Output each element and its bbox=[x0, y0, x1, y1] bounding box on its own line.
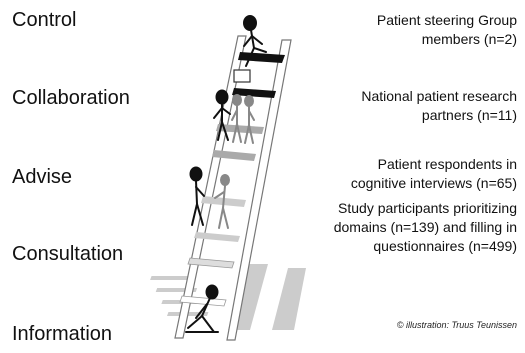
advise-description-line-1: Patient respondents in bbox=[377, 156, 517, 172]
level-collaboration-label: Collaboration bbox=[12, 87, 130, 109]
information-figure bbox=[185, 284, 219, 333]
control-description-line-2: members (n=2) bbox=[421, 31, 517, 47]
advise-description-line-2: cognitive interviews (n=65) bbox=[350, 175, 517, 191]
level-advise-label: Advise bbox=[12, 166, 73, 188]
collaboration-description-line-1: National patient research bbox=[361, 88, 517, 104]
control-description: Patient steering Group members (n=2) bbox=[377, 11, 517, 49]
consultation-description-line-3: questionnaires (n=499) bbox=[373, 238, 517, 254]
level-control-label: Control bbox=[12, 9, 77, 31]
ladder-shadow bbox=[150, 264, 306, 330]
collaboration-figures bbox=[213, 89, 255, 144]
level-consultation-label: Consultation bbox=[12, 243, 124, 265]
consultation-description-line-1: Study participants prioritizing bbox=[338, 200, 517, 216]
consultation-description-line-2: domains (n=139) and filling in bbox=[333, 219, 517, 235]
collaboration-description: National patient research partners (n=11… bbox=[361, 87, 517, 125]
control-figure bbox=[243, 15, 267, 67]
consultation-description: Study participants prioritizing domains … bbox=[334, 199, 517, 256]
illustration-credit: © illustration: Truus Teunissen bbox=[396, 320, 517, 330]
ladder-rails bbox=[174, 35, 292, 341]
advise-figures bbox=[189, 166, 230, 229]
control-description-line-1: Patient steering Group bbox=[376, 12, 517, 28]
laptop-icon bbox=[233, 69, 251, 83]
advise-description: Patient respondents in cognitive intervi… bbox=[351, 155, 517, 193]
collaboration-description-line-2: partners (n=11) bbox=[421, 107, 517, 123]
level-information-label: Information bbox=[12, 323, 113, 345]
